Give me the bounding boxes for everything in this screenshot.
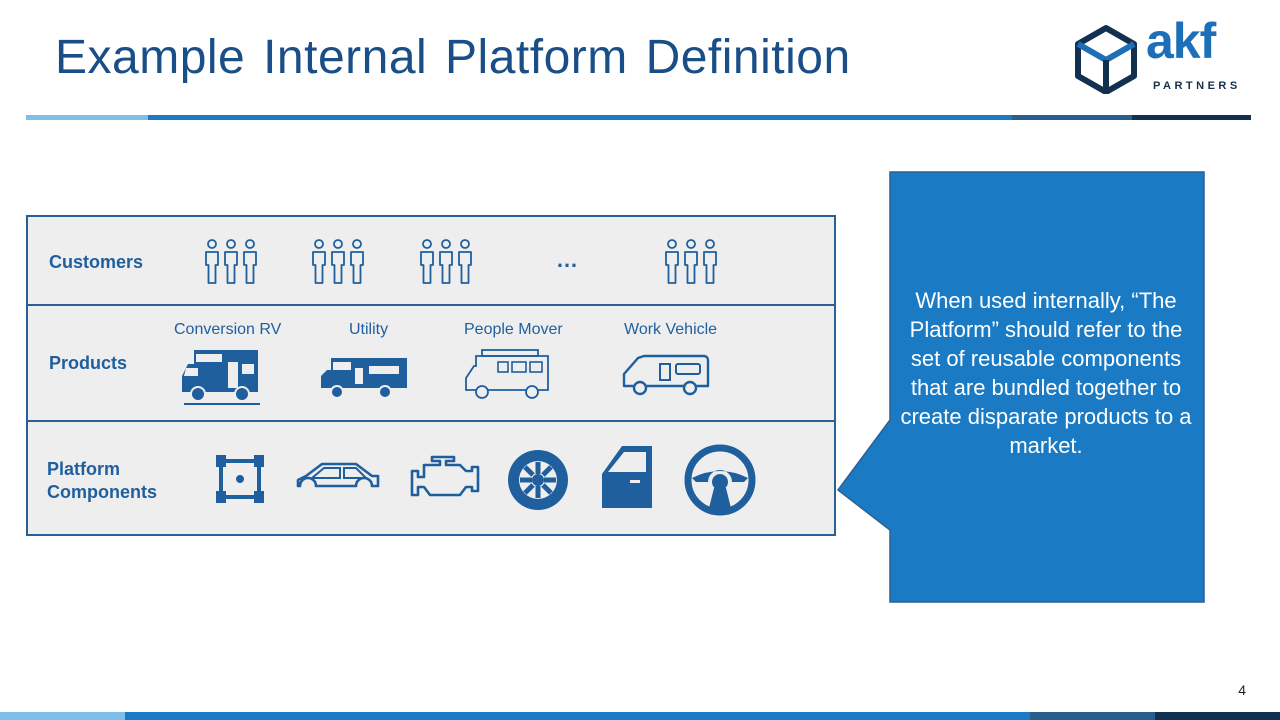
components-label: Platform Components	[47, 459, 157, 502]
car-body-icon	[296, 462, 380, 488]
header-rule-left	[26, 115, 148, 120]
customers-row: Customers …	[28, 217, 834, 306]
product-label-work-vehicle: Work Vehicle	[624, 321, 718, 338]
header-rule-darkest	[1132, 115, 1251, 120]
callout-text: When used internally, “The Platform” sho…	[900, 288, 1192, 458]
platform-table: Customers … Products Conversion RV Utili…	[26, 215, 836, 536]
products-label: Products	[49, 353, 128, 373]
door-icon	[602, 446, 652, 508]
footer-rule-darkest	[1155, 712, 1280, 720]
header-rule-dark	[1012, 115, 1132, 120]
steering-wheel-icon	[684, 444, 756, 516]
customer-group-icon	[662, 237, 722, 285]
engine-icon	[410, 455, 480, 497]
customer-group-icon	[417, 237, 477, 285]
customer-group-icon	[309, 237, 369, 285]
product-label-people-mover: People Mover	[464, 321, 563, 338]
product-label-conversion-rv: Conversion RV	[174, 321, 282, 338]
customers-ellipsis: …	[556, 247, 578, 272]
tire-icon	[508, 450, 568, 510]
product-label-utility: Utility	[349, 321, 389, 338]
definition-callout	[836, 171, 1205, 603]
akf-logo: akf PARTNERS	[1074, 13, 1252, 96]
footer-rule-left	[0, 712, 125, 720]
customers-label: Customers	[49, 252, 144, 272]
logo-wordmark: akf	[1146, 13, 1216, 69]
footer-rule-main	[125, 712, 1030, 720]
work-vehicle-icon	[622, 354, 710, 396]
header-rule-main	[148, 115, 1012, 120]
components-row: Platform Components	[28, 422, 834, 536]
page-number: 4	[1238, 682, 1246, 698]
conversion-rv-icon	[182, 350, 260, 405]
people-mover-icon	[465, 349, 549, 399]
products-row: Products Conversion RV Utility People Mo…	[28, 306, 834, 422]
chassis-icon	[216, 455, 264, 503]
cube-logo-icon	[1075, 25, 1137, 94]
customer-group-icon	[202, 237, 262, 285]
slide-title: Example Internal Platform Definition	[55, 31, 851, 84]
utility-rv-icon	[321, 358, 407, 399]
logo-subtitle: PARTNERS	[1153, 80, 1241, 92]
footer-rule-dark	[1030, 712, 1155, 720]
